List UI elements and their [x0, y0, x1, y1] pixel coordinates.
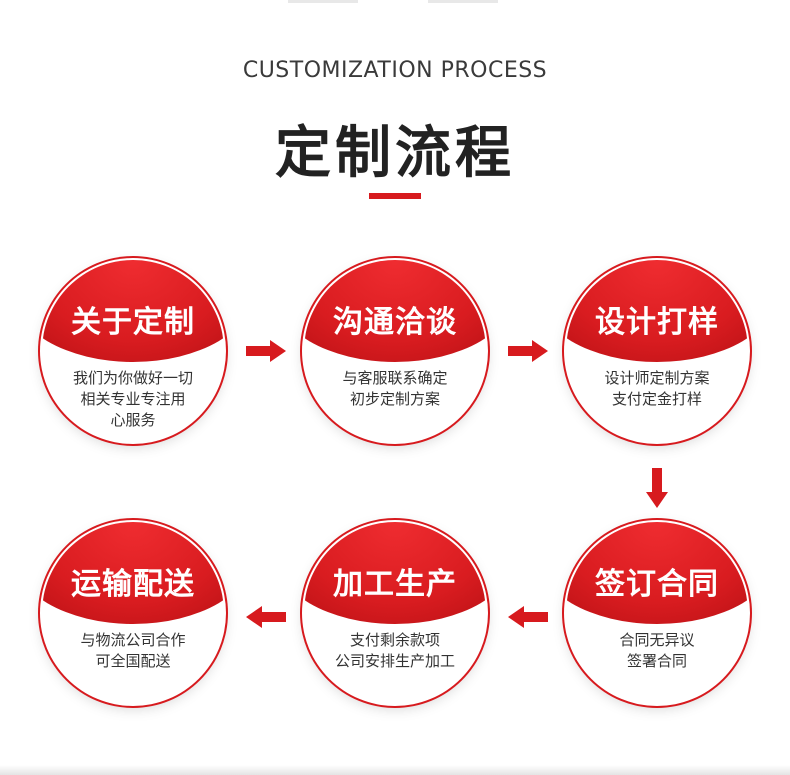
step-desc-line: 心服务: [110, 411, 156, 429]
title-underline: [369, 193, 421, 199]
step-cap: [304, 260, 486, 362]
page-subtitle: CUSTOMIZATION PROCESS: [242, 58, 548, 83]
step-title: 加工生产: [333, 567, 457, 602]
arrow-right-icon: [246, 340, 286, 362]
step-design-sample: 设计打样 设计师定制方案 支付定金打样: [566, 260, 748, 442]
step-description: 合同无异议 签署合同: [578, 630, 736, 672]
step-title: 设计打样: [595, 305, 719, 340]
step-description: 支付剩余款项 公司安排生产加工: [316, 630, 474, 672]
step-desc-line: 与物流公司合作: [80, 631, 186, 649]
step-desc-line: 支付定金打样: [611, 390, 702, 408]
step-transport-delivery: 运输配送 与物流公司合作 可全国配送: [42, 522, 224, 704]
page-title: 定制流程: [275, 121, 515, 186]
step-description: 与物流公司合作 可全国配送: [54, 630, 212, 672]
step-desc-line: 初步定制方案: [349, 390, 440, 408]
arrow-down-icon: [646, 468, 668, 508]
arrow-left-icon: [508, 606, 548, 628]
step-desc-line: 签署合同: [626, 652, 687, 670]
step-desc-line: 合同无异议: [619, 631, 695, 649]
arrow-left-icon: [246, 606, 286, 628]
step-description: 与客服联系确定 初步定制方案: [316, 368, 474, 410]
bottom-divider: [0, 765, 790, 775]
step-desc-line: 可全国配送: [95, 652, 171, 670]
top-decoration: [0, 0, 790, 4]
step-title: 运输配送: [71, 567, 195, 602]
step-description: 我们为你做好一切 相关专业专注用 心服务: [54, 368, 212, 431]
step-desc-line: 设计师定制方案: [604, 369, 710, 387]
step-cap: [566, 522, 748, 624]
step-about-customization: 关于定制 我们为你做好一切 相关专业专注用 心服务: [42, 260, 224, 442]
step-title: 关于定制: [71, 305, 195, 340]
step-title: 沟通洽谈: [333, 305, 457, 340]
step-title: 签订合同: [595, 567, 719, 602]
step-desc-line: 相关专业专注用: [80, 390, 186, 408]
step-communication: 沟通洽谈 与客服联系确定 初步定制方案: [304, 260, 486, 442]
step-cap: [42, 522, 224, 624]
step-cap: [42, 260, 224, 362]
step-sign-contract: 签订合同 合同无异议 签署合同: [566, 522, 748, 704]
step-description: 设计师定制方案 支付定金打样: [578, 368, 736, 410]
step-desc-line: 支付剩余款项: [349, 631, 440, 649]
step-cap: [304, 522, 486, 624]
step-production: 加工生产 支付剩余款项 公司安排生产加工: [304, 522, 486, 704]
arrow-right-icon: [508, 340, 548, 362]
step-cap: [566, 260, 748, 362]
step-desc-line: 公司安排生产加工: [334, 652, 455, 670]
step-desc-line: 与客服联系确定: [342, 369, 448, 387]
step-desc-line: 我们为你做好一切: [72, 369, 193, 387]
